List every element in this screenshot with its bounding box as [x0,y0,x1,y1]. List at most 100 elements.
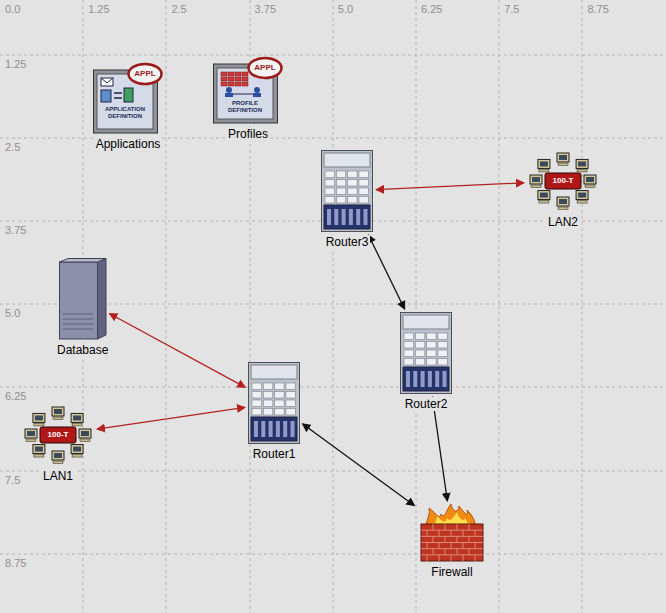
brick-joint [463,530,464,536]
person-symbol [254,87,260,93]
node-label: Database [55,343,110,357]
router-module [275,392,285,399]
badge-text: 100-T [546,174,580,188]
router-module [427,342,437,349]
brick-joint [439,530,440,536]
computer-symbol [538,191,550,204]
brick-joint [457,524,458,530]
router-module [438,333,448,340]
router-node: Router1 [248,362,300,461]
computer-symbol [52,451,64,464]
brick-joint [421,554,483,555]
db-icon [59,258,107,340]
profile-cell [228,77,234,81]
router-module [359,180,369,187]
db-node: Database [55,258,110,357]
router-slot [349,209,353,225]
lan-node: 100-TLAN1 [22,404,94,483]
router-module [336,188,346,195]
router-body [401,313,452,394]
router-module [415,359,425,366]
router-module [348,188,358,195]
router-module [415,342,425,349]
router-slot [291,421,295,437]
server-line [63,314,93,315]
server-side [97,259,106,340]
router-slot [342,209,346,225]
router-slot [443,371,447,387]
router-module [404,359,414,366]
profile-cell [235,82,241,86]
prof-node: APPLPROFILE DEFINITIONProfiles [213,56,283,141]
profile-cell [235,72,241,76]
router-slot [254,421,258,437]
node-label: Applications [94,137,163,151]
link-line [302,424,414,506]
router-module [438,342,448,349]
profile-cell [221,77,227,81]
axis-number: 7.5 [4,474,21,486]
grid-line [333,0,334,613]
router-body [249,363,300,444]
person-symbol [253,93,261,97]
router-slot [435,371,439,387]
lan-icon: 100-T [527,150,599,212]
computer-symbol [33,413,45,426]
link-line [97,407,245,429]
router-module [359,197,369,204]
profile-cell [228,72,234,76]
router-slot [269,421,273,437]
axis-number: 3.75 [254,3,277,15]
router-node: Router3 [321,150,373,249]
axis-number: 6.25 [420,3,443,15]
profile-cell [242,77,248,81]
router-module [252,409,262,416]
icon-caption: APPLICATION DEFINITION [99,106,151,120]
router-module [325,197,335,204]
server-line [63,324,93,325]
router-module [252,392,262,399]
router-module [438,359,448,366]
router-body [322,151,373,232]
computer-symbol [25,429,37,442]
computer-symbol [557,153,569,166]
appl-node: APPLAPPLICATION DEFINITIONApplications [93,62,163,151]
router-module [286,392,296,399]
brick-joint [433,524,434,530]
fw-symbol [417,504,487,562]
hub-box [545,173,581,189]
brick-joint [421,530,483,531]
router-module [348,197,358,204]
node-label: Router2 [403,397,450,411]
router-module [415,333,425,340]
router-base [403,367,449,391]
server-line [63,319,93,320]
badge-text: 100-T [41,428,75,442]
brick-joint [451,530,452,536]
axis-number: 0.0 [4,3,21,15]
router-module [325,171,335,178]
computer-symbol [538,159,550,172]
router-module [404,342,414,349]
brick-joint [475,530,476,536]
brick-wall [421,524,483,561]
brick-joint [469,549,470,555]
node-label: LAN2 [546,215,580,229]
lan-icon: 100-T [22,404,94,466]
profile-cell [242,72,248,76]
router-slot [413,371,417,387]
grid-line [0,387,666,388]
brick-joint [421,548,483,549]
appl-badge [129,64,162,84]
profile-cell [221,82,227,86]
brick-joint [445,524,446,530]
document-symbol [124,88,133,102]
router-symbol [248,362,300,444]
computer-symbol [530,175,542,188]
axis-number: 1.25 [4,58,27,70]
document-symbol [101,90,111,102]
router-module [336,171,346,178]
axis-number: 5.0 [4,307,21,319]
router-top [403,315,449,329]
node-label: Firewall [429,565,474,579]
